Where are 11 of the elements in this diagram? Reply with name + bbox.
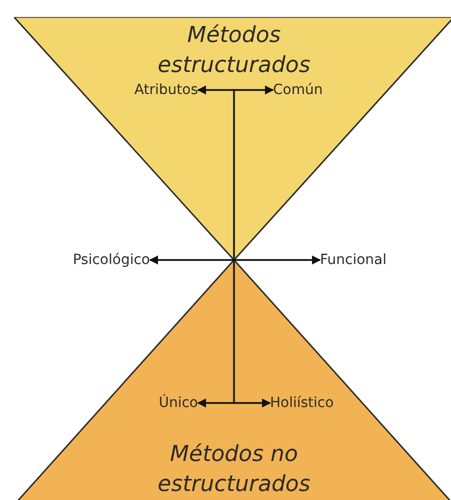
axis-label: Funcional [320,251,387,269]
axis-label: Holiístico [270,394,334,412]
section-title: Métodos estructurados [156,22,312,80]
axis-label: Psicológico [72,251,150,269]
axis-label: Atributos [134,81,198,99]
double-arrow [149,256,321,264]
double-arrow [197,86,274,94]
axis-label: Común [273,81,323,99]
double-arrow [197,398,271,408]
axis-label: Único [158,394,198,412]
section-title: Métodos no estructurados [156,441,312,499]
